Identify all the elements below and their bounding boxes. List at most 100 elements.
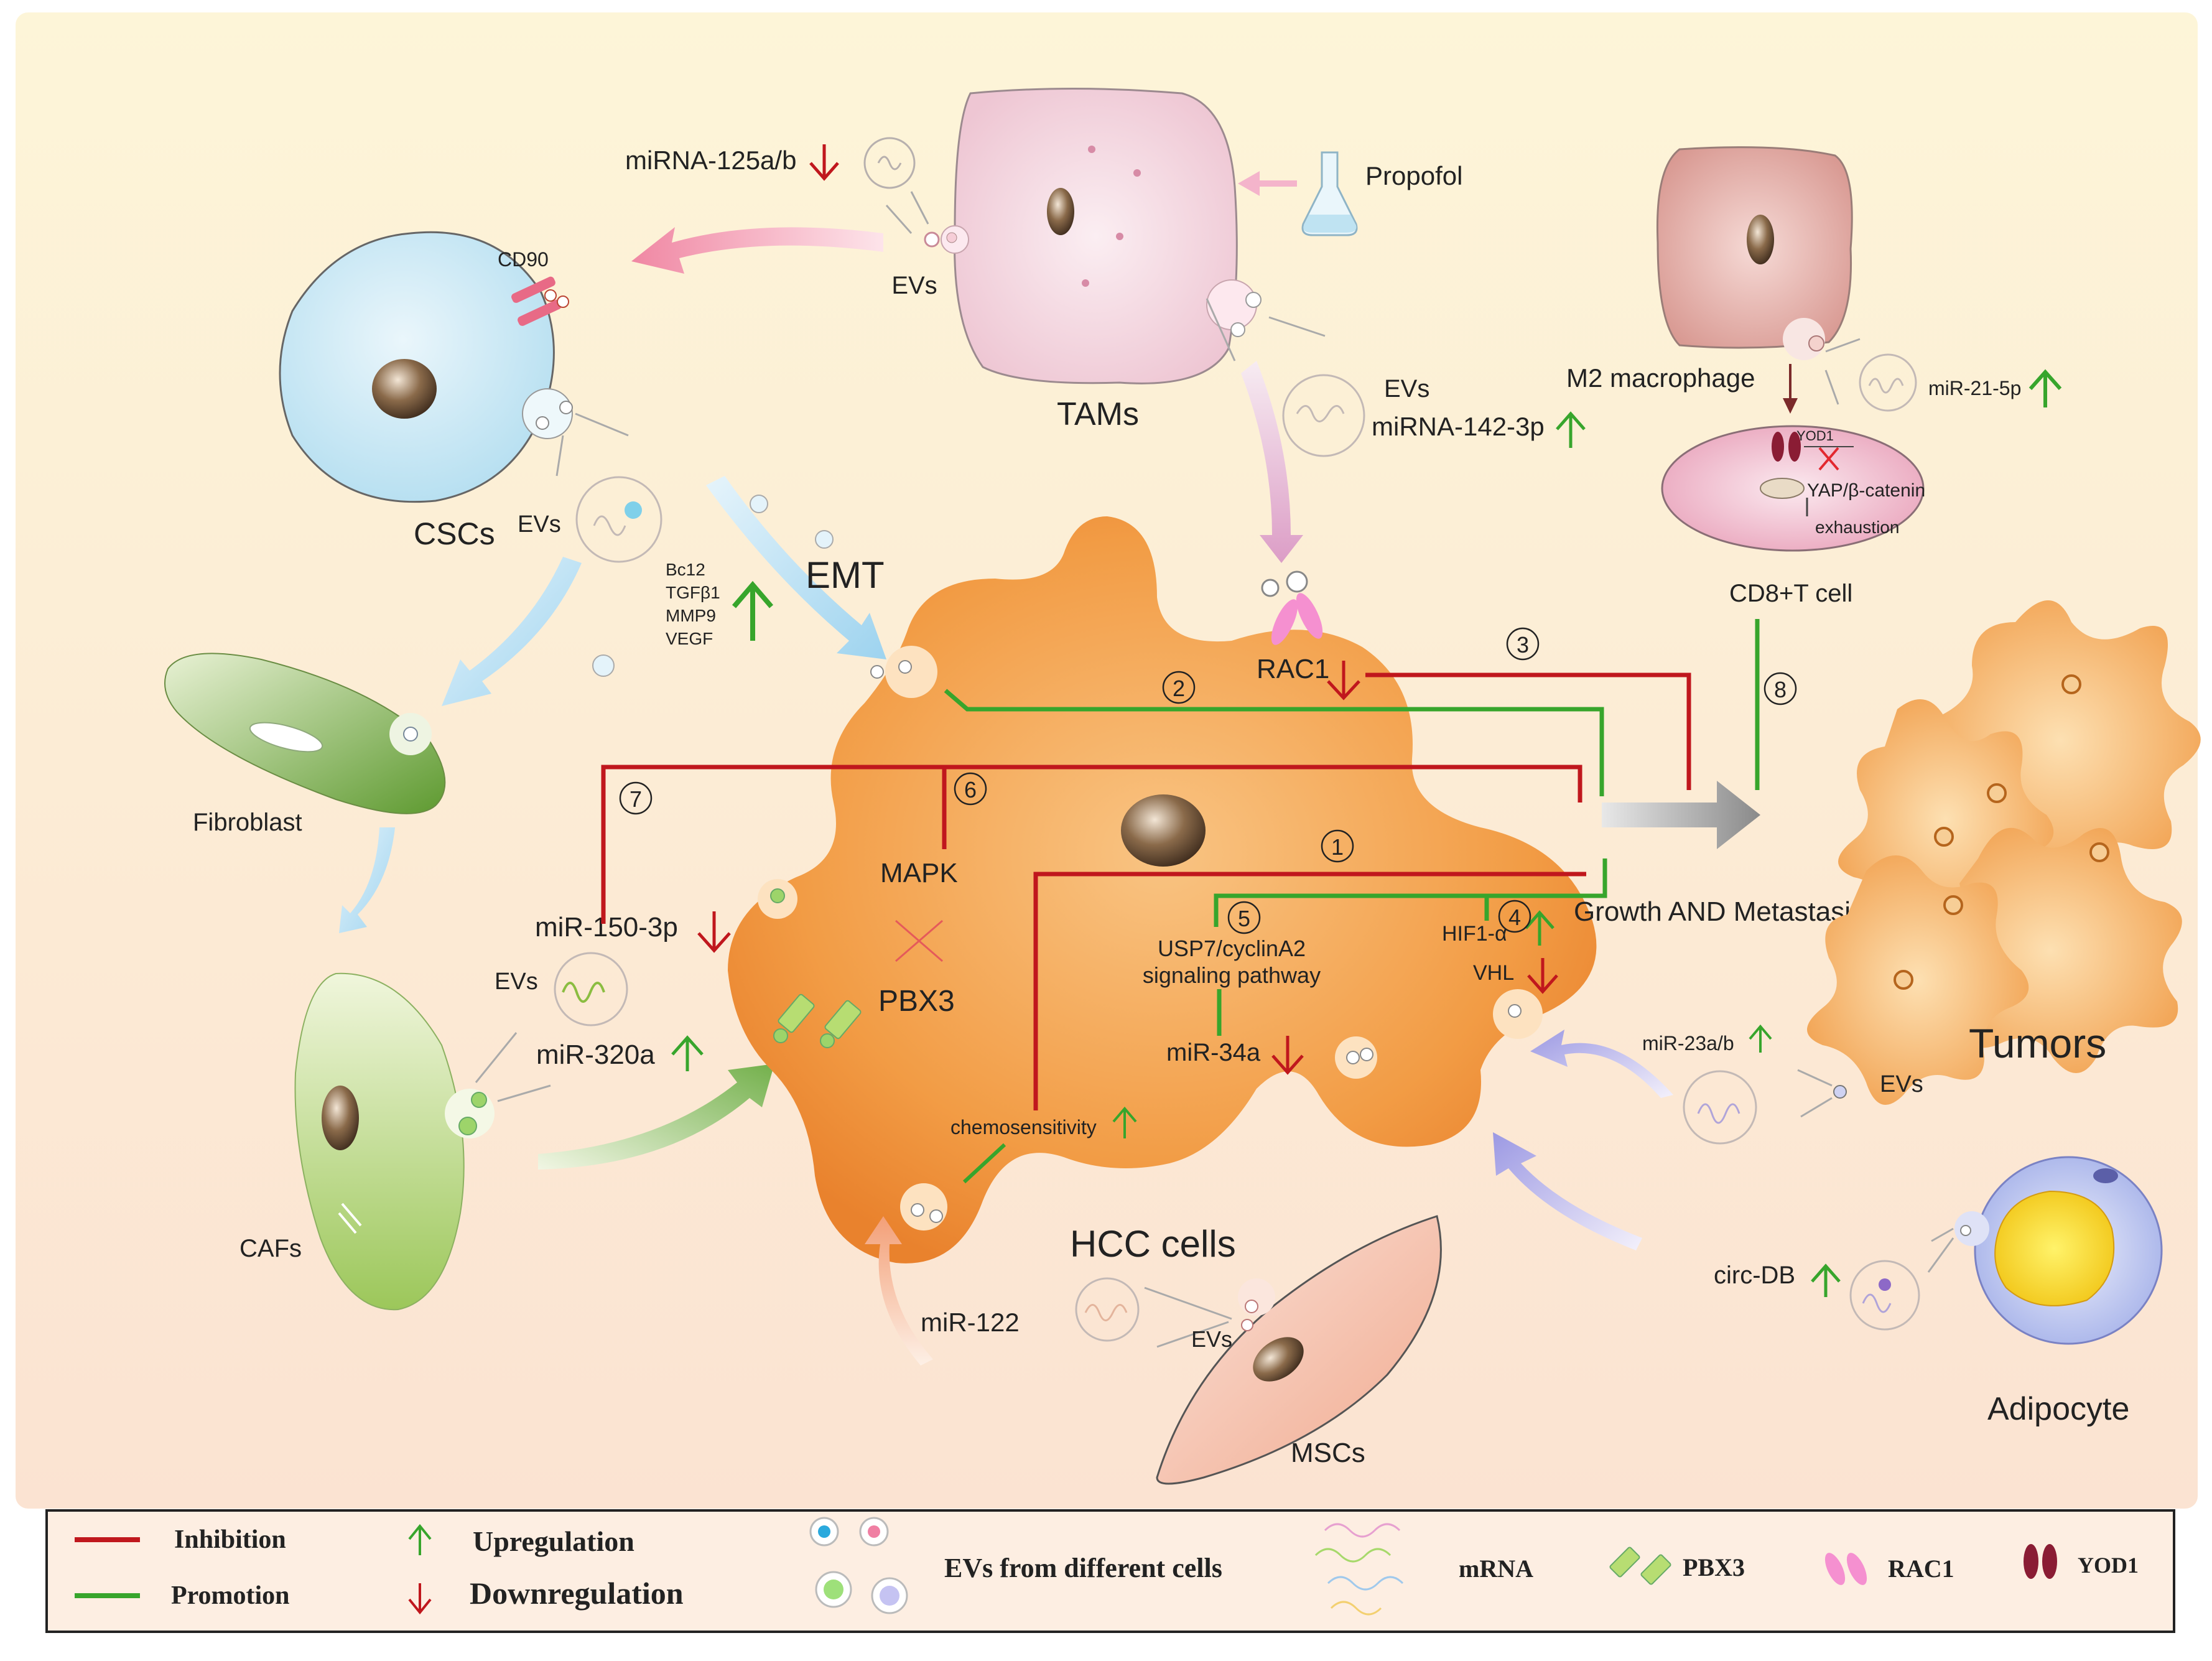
- ev-vesicle: [575, 476, 662, 563]
- up-arrow-icon: [1525, 910, 1554, 946]
- mir122-promotion-line: [962, 1143, 1006, 1184]
- mrna-legend-icon: [1314, 1523, 1404, 1616]
- cd8-t-cell: [1661, 425, 1925, 552]
- mir122-label: miR-122: [921, 1308, 1020, 1337]
- circdb-label: circ-DB: [1714, 1262, 1795, 1289]
- svg-text:7: 7: [630, 786, 642, 812]
- legend-evs-label: EVs from different cells: [944, 1553, 1222, 1583]
- cd8-nucleus: [1760, 478, 1805, 499]
- mscs-evs-right-label: EVs: [1880, 1071, 1923, 1097]
- cscs-to-fibroblast-arrow: [442, 557, 582, 706]
- mscs-label: MSCs: [1291, 1438, 1365, 1468]
- up-arrow-icon: [1556, 411, 1586, 448]
- tams-evs-label: EVs: [891, 272, 937, 299]
- cafs-to-hcc-arrow: [538, 1064, 774, 1170]
- svg-text:8: 8: [1774, 677, 1787, 702]
- legend-mrna-label: mRNA: [1459, 1555, 1533, 1583]
- rac1-legend-icon: [1824, 1553, 1867, 1585]
- svg-text:6: 6: [964, 777, 977, 803]
- cd90-label: CD90: [498, 248, 549, 271]
- down-arrow-icon: [809, 144, 839, 181]
- pathway-3-marker: 3: [1506, 627, 1540, 661]
- down-arrow-icon: [1271, 1036, 1304, 1075]
- m2-macrophage-cell: [1656, 146, 1853, 360]
- cafs-evs-label: EVs: [495, 969, 538, 995]
- mscs-evs-to-hcc-arrow: [1530, 1030, 1673, 1098]
- pathway-7-marker: 7: [619, 781, 653, 815]
- vhl-label: VHL: [1473, 961, 1514, 985]
- exhaustion-label: exhaustion: [1815, 518, 1899, 537]
- adipocyte-cell: [1954, 1156, 2163, 1345]
- growth-metastasis-label: Growth AND Metastasis: [1574, 896, 1864, 927]
- pathway-8-marker: 8: [1764, 672, 1797, 705]
- tumors-cluster: [1807, 600, 2201, 1105]
- legend-rac1-label: RAC1: [1888, 1555, 1954, 1583]
- pathway-1-marker: 1: [1321, 829, 1354, 863]
- cscs-evs-label: EVs: [518, 511, 561, 537]
- ev-legend-icon: [809, 1517, 908, 1614]
- pathway-7-inhibition-line: [601, 765, 1582, 924]
- emt-label: EMT: [806, 554, 885, 596]
- fibroblast-nucleus: [249, 722, 323, 753]
- chemosensitivity-label: chemosensitivity: [950, 1116, 1097, 1138]
- mirna142-label: miRNA-142-3p: [1372, 412, 1545, 441]
- hif1a-label: HIF1-α: [1442, 922, 1507, 946]
- down-arrow-icon: [697, 911, 731, 953]
- pathway-4-marker: 4: [1498, 900, 1531, 933]
- down-arrow-icon: [1327, 661, 1360, 700]
- hcc-cell-body: [728, 516, 1597, 1263]
- cd90-receptor-icon: [511, 276, 569, 326]
- svg-text:3: 3: [1517, 632, 1529, 658]
- up-arrow-icon: [671, 1035, 704, 1071]
- cscs-cell: [279, 231, 573, 503]
- cscs-label: CSCs: [414, 516, 495, 551]
- ev-vesicle: [1683, 1070, 1757, 1145]
- mir150-label: miR-150-3p: [535, 912, 678, 942]
- mscs-nucleus: [1253, 1337, 1304, 1382]
- down-arrow-icon: [1527, 958, 1558, 994]
- cafs-label: CAFs: [239, 1235, 302, 1262]
- ev-vesicle: [1282, 374, 1365, 457]
- flask-icon: [1301, 151, 1358, 236]
- tams-evs-right-label: EVs: [1384, 375, 1429, 402]
- up-arrow-icon: [732, 580, 774, 641]
- cd8-label: CD8+T cell: [1729, 580, 1852, 607]
- pathway-6-marker: 6: [954, 772, 987, 806]
- pbx3-label: PBX3: [878, 985, 955, 1018]
- up-arrow-icon: [1811, 1263, 1841, 1297]
- mir21-label: miR-21-5p: [1928, 377, 2021, 399]
- mir320-label: miR-320a: [536, 1040, 655, 1070]
- m2-nucleus: [1747, 215, 1774, 264]
- up-arrow-icon: [1749, 1024, 1772, 1053]
- up-arrow-icon: [1112, 1106, 1137, 1138]
- propofol-arrow: [1238, 171, 1297, 196]
- mapk-label: MAPK: [880, 858, 958, 888]
- propofol-label: Propofol: [1365, 161, 1462, 190]
- pbx3-legend-icon: [1609, 1547, 1671, 1585]
- growth-arrow: [1602, 781, 1760, 849]
- svg-text:2: 2: [1173, 676, 1185, 701]
- tgfb1-label: TGFβ1: [666, 583, 720, 602]
- yod1-small-label: YOD1: [1796, 428, 1834, 444]
- mscs-evs-label: EVs: [1191, 1326, 1232, 1352]
- mir23-label: miR-23a/b: [1642, 1032, 1734, 1054]
- adipocyte-lipid-droplet: [1994, 1190, 2115, 1306]
- adipocyte-to-hcc-arrow: [1493, 1132, 1642, 1250]
- cafs-nucleus: [322, 1086, 359, 1150]
- yap-label: YAP/β-catenin: [1807, 480, 1925, 501]
- pathway-2-promotion-line: [944, 689, 1604, 796]
- fibroblast-label: Fibroblast: [193, 809, 302, 836]
- cscs-nucleus: [372, 359, 437, 419]
- m2-macrophage-label: M2 macrophage: [1566, 363, 1755, 393]
- ev-vesicle: [554, 952, 628, 1026]
- legend-downregulation-label: Downregulation: [470, 1576, 684, 1611]
- cafs-cell: [294, 972, 495, 1311]
- cscs-to-hcc-arrow: [706, 476, 886, 659]
- pbx3-receptor-icon: [773, 993, 862, 1048]
- mscs-cell: [1156, 1215, 1442, 1485]
- bc12-label: Bc12: [666, 560, 705, 579]
- hcc-nucleus: [1121, 794, 1206, 867]
- pathway-2-marker: 2: [1162, 671, 1196, 704]
